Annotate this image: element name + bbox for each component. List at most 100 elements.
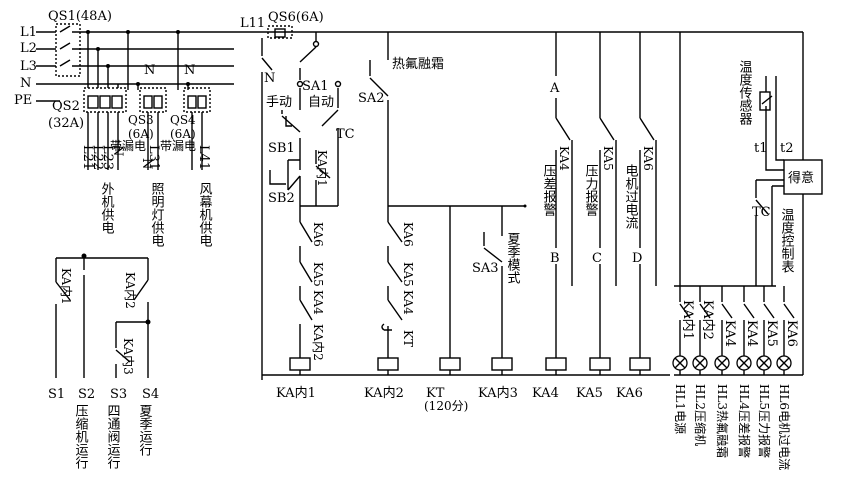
- s3-description: 四通阀运行: [105, 404, 121, 470]
- ka-in2-switch: [116, 258, 149, 378]
- lighting-supply-label: 照明灯供电: [149, 182, 165, 247]
- auto-label: 自动: [308, 95, 334, 110]
- outdoor-unit-supply-label: 外机供电: [99, 182, 115, 234]
- coil-row: [289, 357, 651, 375]
- qs4-label: QS4: [170, 113, 196, 127]
- out-label-l31: L31: [146, 145, 161, 170]
- coil-ka-in2: [377, 357, 399, 371]
- coil-kt: [439, 357, 461, 371]
- sb2-button: [269, 170, 286, 185]
- ka5-alarm-branch: [599, 32, 617, 358]
- manual-label: 手动: [266, 95, 292, 110]
- lamp-label-hl6: HL6电机过电流: [777, 384, 791, 470]
- coil-ka-in1: [289, 357, 311, 371]
- s1-label: S1: [48, 387, 65, 402]
- sa1-label: SA1: [302, 79, 329, 94]
- t2-label: t2: [780, 141, 794, 156]
- qs4-breaker: [183, 87, 211, 113]
- sa3-switch: [483, 206, 503, 358]
- sa2-switch: [369, 32, 389, 206]
- ka6-alarm-branch: [639, 32, 657, 358]
- lamp-label-hl1: HL1电源: [673, 384, 687, 434]
- motor-overcurrent-label: 电机过电流: [623, 164, 639, 229]
- branch1-series-contacts: [299, 206, 313, 358]
- tc-label: TC: [336, 127, 355, 142]
- hl4-contact-label: KA4: [744, 320, 759, 347]
- branch2-kt-label: KT: [401, 330, 415, 347]
- s3-label: S3: [110, 387, 127, 402]
- qs3-note: 带漏电: [110, 139, 146, 153]
- ka4-alarm-branch: [555, 32, 573, 358]
- temp-sensor-element: [759, 91, 771, 111]
- hl2-contact: [699, 286, 711, 356]
- coil-label-kt: KT: [426, 386, 445, 401]
- phase-pe-label: PE: [14, 93, 32, 108]
- s4-description: 夏季运行: [137, 404, 153, 457]
- qs3-rating: (6A): [128, 127, 154, 141]
- n-line: [261, 38, 273, 380]
- lamp-label-hl3: HL3热氟融霜: [715, 384, 729, 458]
- lamp-label-hl5: HL5压力报警: [757, 384, 772, 458]
- branch1-ka6-label: KA6: [311, 222, 325, 247]
- branch2-ka5-label: KA5: [401, 262, 415, 287]
- qs3-outputs: [147, 112, 159, 170]
- temp-controller-box: [783, 159, 823, 195]
- qs4-outputs: [191, 112, 203, 170]
- sa1-switch: [299, 32, 317, 80]
- kt-time-label: (120分): [424, 399, 468, 413]
- coil-label-ka-in3: KA内3: [478, 385, 518, 401]
- coil-label-ka4: KA4: [532, 386, 559, 401]
- lamp-label-row: HL1电源 HL2压缩机 HL3热氟融霜 HL4压差报警 HL5压力报警 HL6电机过电流: [673, 384, 791, 470]
- branch2-series-contacts: [387, 206, 403, 358]
- qs3-pole-1: [143, 95, 153, 109]
- coil-label-ka5: KA5: [576, 386, 603, 401]
- qs3-label: QS3: [128, 113, 154, 127]
- lamp-row: [672, 355, 792, 375]
- branch1-ka5-label: KA5: [311, 262, 325, 287]
- incoming-lines: [36, 31, 60, 102]
- sb-start-stop-circuit: [281, 88, 301, 206]
- point-d-label: D: [632, 251, 642, 266]
- qs4-feed: [177, 32, 189, 90]
- qs2-feed: [87, 32, 119, 88]
- temp-sensor-label: 温度传感器: [737, 60, 753, 126]
- out-label-l22: L22: [90, 145, 105, 170]
- t1-label: t1: [754, 141, 768, 156]
- qs1-label: QS1(48A): [48, 9, 112, 24]
- summer-mode-label: 夏季模式: [505, 232, 521, 284]
- qs4-pole-2: [197, 95, 207, 109]
- hl6-contact-label: KA6: [784, 320, 799, 347]
- qs2-pole-3: [111, 95, 123, 109]
- branch2-ka6-label: KA6: [401, 222, 415, 247]
- sb2-label: SB2: [268, 191, 295, 206]
- coil-ka-in3: [491, 357, 513, 371]
- ka-in2-label: KA内2: [123, 272, 137, 309]
- sb1-button: [285, 116, 292, 127]
- point-c-label: C: [592, 251, 602, 266]
- qs3-pole-2: [153, 95, 163, 109]
- s4-label: S4: [142, 387, 159, 402]
- coil-label-ka-in2: KA内2: [364, 385, 404, 401]
- alarm-ka6-label: KA6: [641, 146, 655, 171]
- ka-in1-hold-contact: [315, 150, 331, 206]
- pressure-alarm-label: 压力报警: [583, 164, 599, 216]
- signal-section: KA内1 KA内2 KA内3 S1 S2 S3 S4 压缩机运行 四通阀运行 夏…: [48, 253, 159, 470]
- qs2-pole-1: [87, 95, 99, 109]
- lamp-bus: [674, 32, 776, 287]
- phase-l3-label: L3: [20, 59, 37, 74]
- lamp-label-hl2: HL2压缩机: [693, 384, 708, 446]
- hl5-contact-label: KA5: [764, 320, 779, 347]
- alarm-ka4-label: KA4: [557, 146, 571, 171]
- phase-l2-label: L2: [20, 41, 37, 56]
- phase-n-label: N: [20, 76, 31, 91]
- hl4-contact: [743, 286, 755, 356]
- branch1-ka4-label: KA4: [311, 290, 325, 315]
- ka-in1-contact-label: KA内1: [315, 150, 329, 187]
- out-label-n1: N: [110, 145, 125, 156]
- qs6-label: QS6(6A): [268, 10, 324, 25]
- lamp-label-hl4: HL4压差报警: [737, 384, 752, 458]
- qs1-contacts: [59, 25, 80, 67]
- hl1-contact-label: KA内1: [680, 300, 696, 340]
